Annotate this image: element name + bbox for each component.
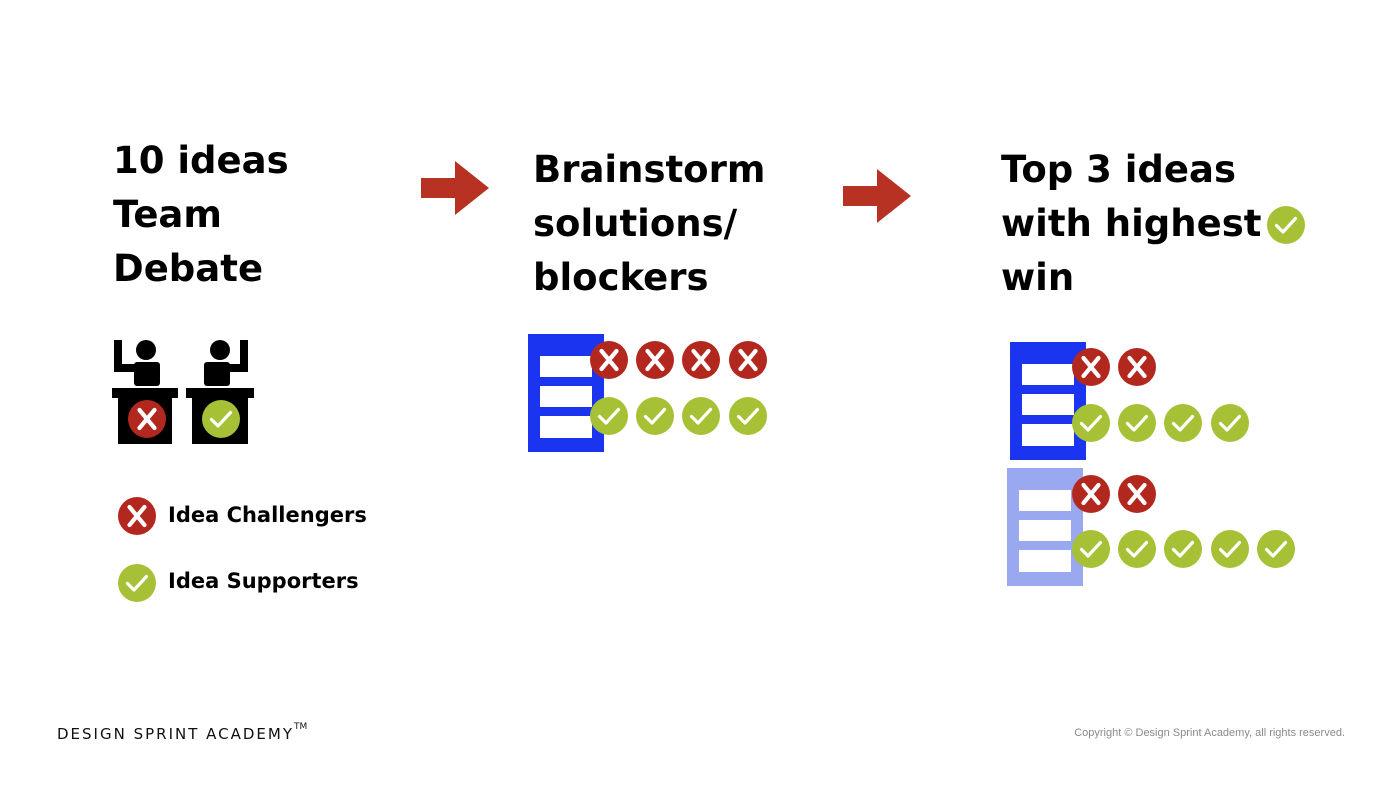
- x-circle-icon: [728, 340, 768, 380]
- x-circle-icon: [589, 340, 629, 380]
- check-circle-icon: [635, 396, 675, 436]
- step-1-heading: 10 ideas Team Debate: [113, 134, 289, 296]
- brand-logo: DESIGN SPRINT ACADEMYTM: [57, 722, 308, 743]
- x-circle-icon: [681, 340, 721, 380]
- idea-list-icon: [1007, 468, 1083, 586]
- check-circle-icon: [1163, 403, 1203, 443]
- check-circle-icon: [117, 563, 157, 603]
- x-circle-icon: [635, 340, 675, 380]
- trademark-symbol: TM: [294, 722, 308, 732]
- x-circle-icon: [1071, 347, 1111, 387]
- arrow-right-icon: [421, 161, 489, 215]
- step-3-heading: Top 3 ideas with highest win: [1001, 143, 1261, 305]
- step-2-heading: Brainstorm solutions/ blockers: [533, 143, 765, 305]
- check-circle-icon: [589, 396, 629, 436]
- check-circle-icon: [1117, 529, 1157, 569]
- x-circle-icon: [1071, 474, 1111, 514]
- idea-list-icon: [528, 334, 604, 452]
- step-1-line-3: Debate: [113, 247, 264, 290]
- step-1-line-2: Team: [113, 193, 222, 236]
- check-circle-icon: [1163, 529, 1203, 569]
- check-circle-icon: [1266, 205, 1306, 245]
- brand-name: DESIGN SPRINT ACADEMY: [57, 725, 295, 743]
- check-circle-icon: [1071, 403, 1111, 443]
- step-3-line-2: with highest: [1001, 202, 1262, 245]
- check-circle-icon: [1071, 529, 1111, 569]
- step-1-line-1: 10 ideas: [113, 139, 289, 182]
- x-circle-icon: [1117, 347, 1157, 387]
- step-3-line-3: win: [1001, 256, 1075, 299]
- legend-supporters-label: Idea Supporters: [168, 569, 359, 593]
- legend-challengers-label: Idea Challengers: [168, 503, 367, 527]
- arrow-right-icon: [843, 169, 911, 223]
- step-2-line-3: blockers: [533, 256, 709, 299]
- check-circle-icon: [1256, 529, 1296, 569]
- x-circle-icon: [1117, 474, 1157, 514]
- check-circle-icon: [681, 396, 721, 436]
- check-circle-icon: [1210, 403, 1250, 443]
- check-circle-icon: [1210, 529, 1250, 569]
- step-2-line-2: solutions/: [533, 202, 738, 245]
- check-circle-icon: [1117, 403, 1157, 443]
- step-3-line-1: Top 3 ideas: [1001, 148, 1236, 191]
- x-circle-icon: [117, 496, 157, 536]
- copyright-notice: Copyright © Design Sprint Academy, all r…: [1074, 727, 1345, 739]
- check-circle-icon: [728, 396, 768, 436]
- debate-podiums-icon: [112, 340, 254, 444]
- step-2-line-1: Brainstorm: [533, 148, 766, 191]
